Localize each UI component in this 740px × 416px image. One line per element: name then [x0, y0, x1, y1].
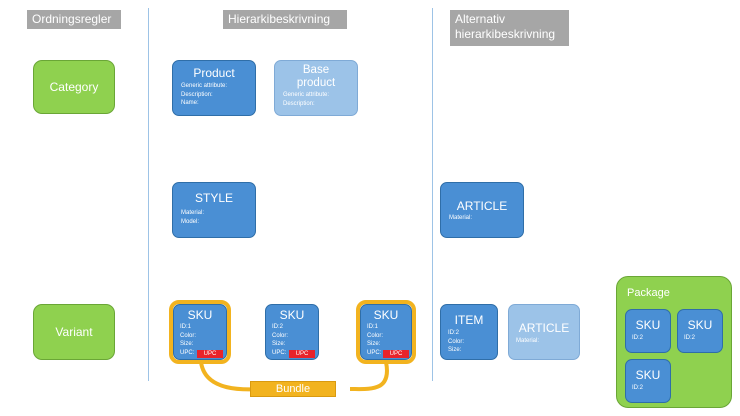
sku-title: SKU: [279, 308, 305, 322]
product-attr: Name:: [181, 100, 199, 106]
base-product-attr: Description:: [283, 100, 315, 107]
product-attrs: Generic attribute: Description: Name:: [173, 82, 255, 108]
sku-attr: UPC:: [180, 349, 195, 356]
sku-title: SKU: [373, 308, 399, 322]
sku-box-1: SKU ID:1 Color: Size: UPC: UPC: [173, 304, 227, 360]
separator-1: [148, 8, 149, 381]
sku-attr: Size:: [180, 341, 194, 347]
package-sku-title: SKU: [635, 318, 661, 332]
base-product-title-line1: Base: [302, 64, 330, 76]
sku-box-2: SKU ID:2 Color: Size: UPC: UPC: [265, 304, 319, 360]
sku-title: SKU: [187, 308, 213, 322]
article-alt-attrs: Material:: [441, 214, 523, 223]
sku-attr: Color:: [367, 332, 384, 339]
header-alt-line1: Alternativ: [455, 12, 506, 26]
header-hierarkibeskrivning: Hierarkibeskrivning: [223, 10, 347, 29]
style-attr: Material:: [181, 210, 205, 216]
header-alternativ-hierarki: Alternativ hierarkibeskrivning: [450, 10, 569, 46]
base-product-title: Base product: [275, 64, 357, 90]
item-title: ITEM: [454, 313, 484, 327]
package-sku-title: SKU: [635, 368, 661, 382]
package-sku-2: SKU ID:2: [677, 309, 723, 353]
upc-badge: UPC: [197, 350, 223, 358]
base-product-attrs: Generic attribute: Description:: [275, 91, 357, 108]
sku-attr: UPC:: [272, 349, 287, 356]
bundle-ring-1: [169, 300, 231, 364]
package-sku-1: SKU ID:2: [625, 309, 671, 353]
article-variant-box: ARTICLE Material:: [508, 304, 580, 360]
package-container: Package SKU ID:2 SKU ID:2 SKU ID:2: [616, 276, 732, 408]
item-attr: Color:: [448, 338, 465, 345]
bundle-label: Bundle: [250, 381, 336, 397]
sku-attr: Size:: [367, 341, 381, 347]
package-sku-attrs: ID:2: [678, 334, 722, 343]
sku-attr: Size:: [272, 341, 286, 347]
sku-attrs: ID:1 Color: Size: UPC:: [361, 323, 411, 357]
style-attr: Model:: [181, 218, 200, 225]
base-product-attr: Generic attribute:: [283, 92, 330, 98]
article-variant-attrs: Material:: [509, 337, 579, 346]
style-box: STYLE Material: Model:: [172, 182, 256, 238]
package-sku-attr: ID:2: [632, 385, 644, 391]
base-product-box: Base product Generic attribute: Descript…: [274, 60, 358, 116]
header-alt-line2: hierarkibeskrivning: [455, 27, 556, 41]
article-alt-box: ARTICLE Material:: [440, 182, 524, 238]
sku-attr: UPC:: [367, 349, 382, 356]
separator-2: [432, 8, 433, 381]
sku-attr: Color:: [272, 332, 289, 339]
product-title: Product: [193, 66, 235, 80]
style-attrs: Material: Model:: [173, 209, 255, 226]
package-label: Package: [627, 287, 670, 299]
package-sku-attrs: ID:2: [626, 384, 670, 393]
item-attr: Size:: [448, 347, 462, 353]
header-ordningsregler: Ordningsregler: [27, 10, 121, 29]
sku-attr: Color:: [180, 332, 197, 339]
sku-attrs: ID:1 Color: Size: UPC:: [174, 323, 226, 357]
article-variant-attr: Material:: [516, 338, 540, 344]
bundle-ring-3: [356, 300, 416, 364]
item-attr: ID:2: [448, 330, 460, 336]
article-variant-title: ARTICLE: [518, 321, 570, 335]
package-sku-title: SKU: [687, 318, 713, 332]
style-title: STYLE: [194, 191, 233, 205]
sku-attrs: ID:2 Color: Size: UPC:: [266, 323, 318, 357]
product-attr: Description:: [181, 91, 213, 98]
article-alt-attr: Material:: [449, 215, 473, 221]
base-product-title-line2: product: [296, 77, 336, 89]
package-sku-attrs: ID:2: [626, 334, 670, 343]
article-alt-title: ARTICLE: [456, 199, 508, 213]
upc-badge: UPC: [383, 350, 409, 358]
package-sku-attr: ID:2: [632, 335, 644, 341]
package-sku-3: SKU ID:2: [625, 359, 671, 403]
product-box: Product Generic attribute: Description: …: [172, 60, 256, 116]
sku-box-3: SKU ID:1 Color: Size: UPC: UPC: [360, 304, 412, 360]
item-attrs: ID:2 Color: Size:: [441, 329, 497, 355]
item-box: ITEM ID:2 Color: Size:: [440, 304, 498, 360]
package-sku-attr: ID:2: [684, 335, 696, 341]
upc-badge: UPC: [289, 350, 315, 358]
level-variant: Variant: [33, 304, 115, 360]
level-category: Category: [33, 60, 115, 114]
product-attr: Generic attribute:: [181, 83, 228, 89]
sku-attr: ID:2: [272, 324, 284, 330]
sku-attr: ID:1: [180, 324, 192, 330]
sku-attr: ID:1: [367, 324, 379, 330]
